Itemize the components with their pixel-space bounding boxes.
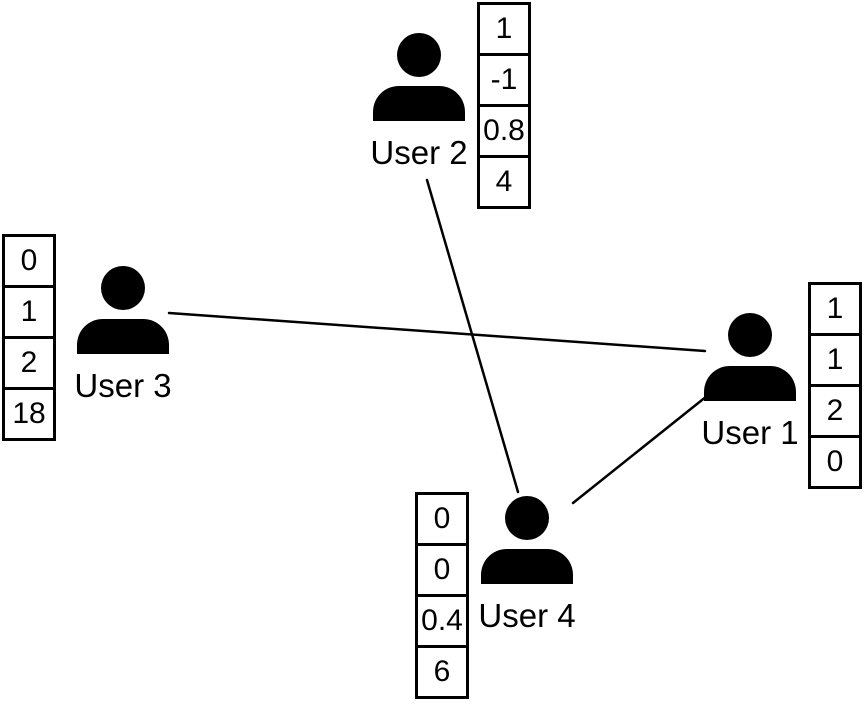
vector-cell: 0 (5, 237, 53, 288)
vector-user3: 0 1 2 18 (2, 234, 56, 441)
node-label-user2: User 2 (370, 134, 468, 171)
vector-cell: 0.4 (418, 597, 466, 648)
vector-cell: 6 (433, 655, 451, 688)
node-user2: User 2 (370, 33, 468, 170)
person-icon (704, 313, 796, 401)
person-icon (77, 266, 169, 354)
vector-cell: 1 (811, 336, 859, 387)
node-user1: User 1 (701, 313, 799, 450)
vector-cell: 0 (826, 445, 844, 478)
vector-cell: 2 (5, 339, 53, 390)
node-label-user3: User 3 (74, 367, 172, 404)
vector-cell: 2 (811, 387, 859, 438)
vector-cell: -1 (480, 56, 528, 107)
node-user3: User 3 (74, 266, 172, 403)
vector-cell: 0 (418, 495, 466, 546)
vector-cell: 1 (5, 288, 53, 339)
vector-cell: 18 (12, 397, 46, 430)
person-icon (481, 496, 573, 584)
vector-cell: 1 (480, 5, 528, 56)
person-icon (373, 33, 465, 121)
edge-user2-user4 (425, 178, 520, 494)
node-user4: User 4 (478, 496, 576, 633)
vector-cell: 0.8 (480, 107, 528, 158)
vector-cell: 1 (811, 285, 859, 336)
vector-user1: 1 1 2 0 (808, 282, 862, 489)
node-label-user1: User 1 (701, 414, 799, 451)
vector-cell: 0 (418, 546, 466, 597)
node-label-user4: User 4 (478, 597, 576, 634)
edge-user3-user1 (167, 311, 707, 353)
vector-user4: 0 0 0.4 6 (415, 492, 469, 699)
vector-cell: 4 (495, 165, 513, 198)
vector-user2: 1 -1 0.8 4 (477, 2, 531, 209)
